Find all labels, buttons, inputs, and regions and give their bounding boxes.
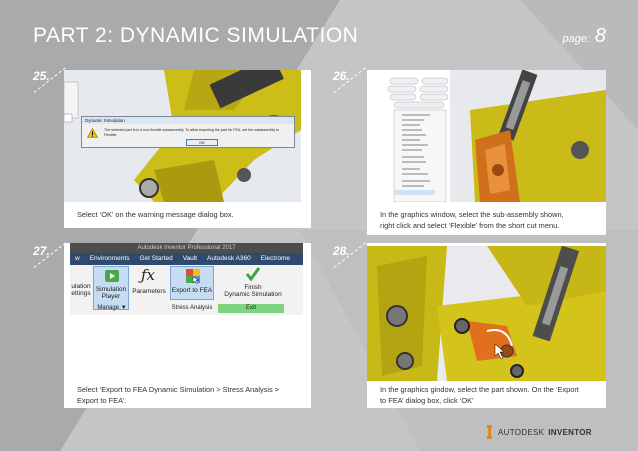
warning-icon — [87, 128, 98, 138]
step-27-caption: Select ‘Export to FEA Dynamic Simulation… — [77, 385, 279, 406]
step-25-caption: Select ‘OK’ on the warning message dialo… — [77, 210, 234, 219]
page-label: page: — [562, 33, 590, 45]
simulation-player-label: Simulation Player — [95, 286, 127, 300]
autodesk-inventor-logo: AUTODESK INVENTOR — [485, 425, 592, 439]
caption-line: to FEA’ dialog box, click ‘OK’ — [380, 395, 474, 405]
caption-line: Select ‘Export to FEA Dynamic Simulation… — [77, 385, 280, 394]
logo-product: INVENTOR — [548, 427, 592, 437]
dialog-title: Dynamic Simulation — [82, 117, 294, 124]
page-title: PART 2: DYNAMIC SIMULATION — [33, 24, 359, 47]
tab-vault[interactable]: Vault — [182, 255, 198, 262]
step-number-26: 26. — [333, 69, 350, 83]
page-number: 8 — [594, 25, 606, 47]
finish-dynamic-simulation-button[interactable]: Finish Dynamic Simulation — [218, 266, 288, 300]
window-title: Autodesk Inventor Professional 2017 — [70, 243, 303, 253]
context-menu-render — [380, 70, 606, 202]
checkmark-icon — [245, 267, 261, 282]
tab-electromechanical[interactable]: Electrome — [260, 255, 291, 262]
machine-closeup-render — [367, 246, 606, 381]
fx-icon: ƒx — [141, 266, 156, 284]
warning-dialog: Dynamic Simulation The selected part is … — [81, 116, 295, 148]
stress-analysis-group-label: Stress Analysis — [171, 305, 213, 311]
manage-group-label[interactable]: Manage ▼ — [97, 305, 127, 311]
ribbon-tab-bar: w Environments Get Started Vault Autodes… — [70, 253, 303, 265]
tab-partial[interactable]: w — [75, 255, 80, 262]
ok-button[interactable]: OK — [186, 139, 218, 146]
step-number-25: 25. — [33, 69, 50, 83]
inventor-icon — [487, 425, 492, 439]
play-icon — [105, 270, 119, 282]
caption-line: In the graphics gindow, select the part … — [380, 385, 579, 394]
export-to-fea-label: Export to FEA — [171, 287, 213, 294]
parameters-button[interactable]: ƒx Parameters — [132, 266, 166, 300]
step-26-screenshot — [380, 70, 606, 202]
tab-environments[interactable]: Environments — [89, 255, 130, 262]
ribbon-panel: ulation ettings Simulation Player ƒx Par… — [70, 265, 303, 315]
tab-autodesk-a360[interactable]: Autodesk A360 — [207, 255, 251, 262]
tab-get-started[interactable]: Get Started — [139, 255, 173, 262]
caption-line: right click and select ‘Flexible’ from t… — [380, 220, 560, 230]
simulation-player-button[interactable]: Simulation Player — [93, 266, 129, 310]
step-25-screenshot: Dynamic Simulation The selected part is … — [64, 70, 301, 202]
exit-group-label: Exit — [218, 304, 284, 313]
logo-brand: AUTODESK — [498, 427, 545, 437]
simulation-settings-button[interactable]: ulation ettings — [71, 283, 91, 297]
fea-icon — [186, 269, 200, 284]
caption-line: In the graphics window, select the sub-a… — [380, 210, 564, 219]
caption-line: Export to FEA’. — [77, 395, 127, 405]
dialog-message: The selected part is in a non-flexible s… — [104, 128, 280, 137]
step-27-screenshot: Autodesk Inventor Professional 2017 w En… — [70, 243, 303, 375]
finish-label: Finish Dynamic Simulation — [224, 284, 282, 298]
parameters-label: Parameters — [132, 288, 166, 295]
step-number-28: 28. — [333, 244, 350, 258]
export-to-fea-button[interactable]: Export to FEA — [170, 266, 214, 300]
step-28-caption: In the graphics gindow, select the part … — [380, 385, 579, 406]
step-26-caption: In the graphics window, select the sub-a… — [380, 210, 564, 231]
step-number-27: 27. — [33, 244, 50, 258]
step-28-screenshot — [367, 246, 606, 381]
